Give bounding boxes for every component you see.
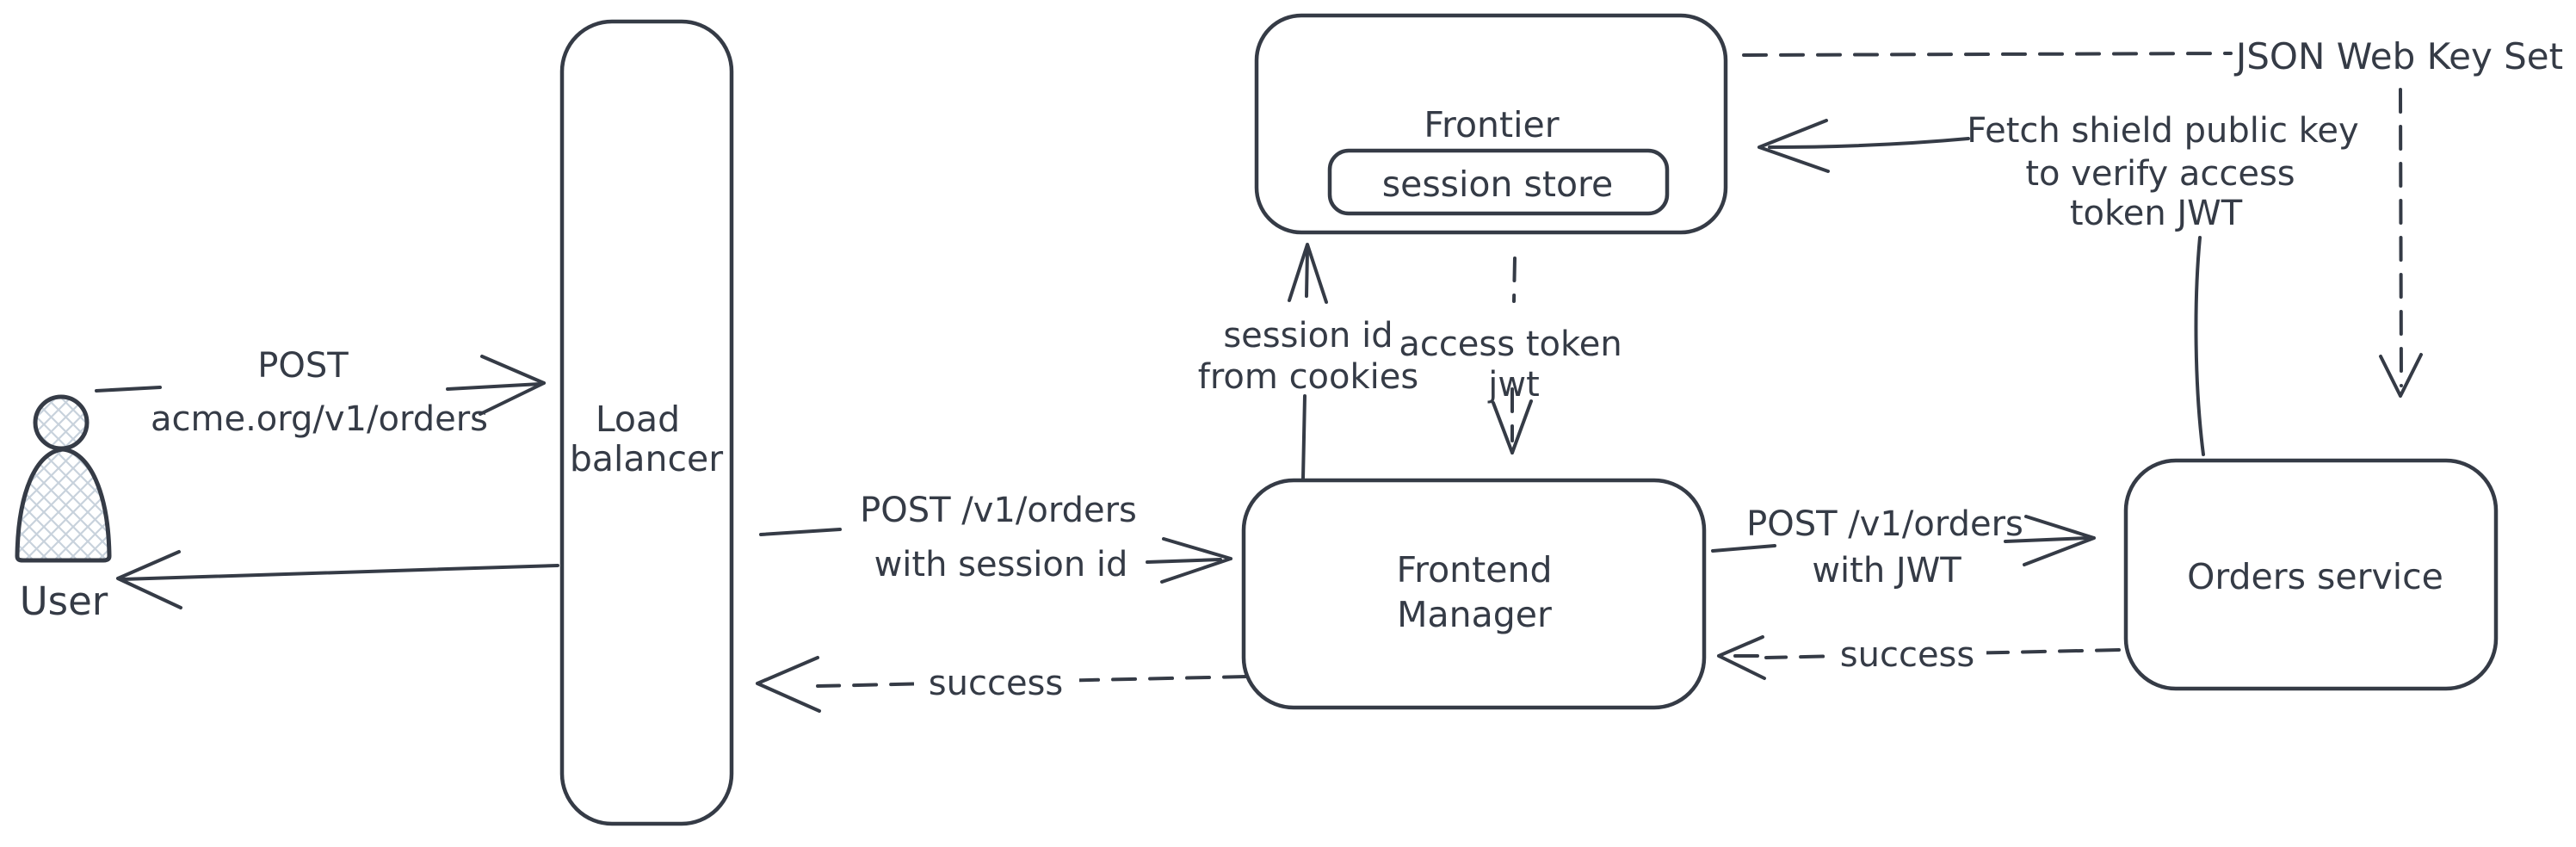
edge-label-line2: acme.org/v1/orders: [151, 399, 488, 439]
frontier-label: Frontier: [1424, 104, 1559, 145]
arrowhead-left-icon: [1757, 119, 1830, 173]
user-head-icon: [33, 394, 90, 451]
frontend-manager-label-line1: Frontend: [1397, 549, 1553, 590]
edge-label-line1: POST /v1/orders: [1746, 504, 2023, 544]
edge-label-line3: token JWT: [2070, 194, 2243, 233]
arrowhead-left-icon: [1717, 635, 1766, 680]
edge-user-to-load-balancer: POST acme.org/v1/orders: [95, 346, 546, 439]
edge-frontend-manager-to-orders-service: POST /v1/orders with JWT: [1711, 504, 2096, 590]
edge-orders-service-to-frontier-fetch: Fetch shield public key to verify access…: [1757, 111, 2359, 456]
frontier-node: Frontier session store: [1254, 13, 1728, 235]
edge-label-line1: session id: [1223, 316, 1393, 355]
edge-label-line1: Fetch shield public key: [1967, 111, 2358, 151]
arrow-shaft: [446, 382, 542, 391]
edge-label-line2: with session id: [874, 545, 1128, 584]
edge-load-balancer-to-user: [116, 550, 559, 609]
edge-label-line2: to verify access: [2025, 154, 2295, 194]
orders-service-node: Orders service: [2123, 458, 2499, 691]
edge-orders-service-to-frontend-manager-success: success: [1717, 634, 2121, 680]
arrow-shaft-dashed: [1764, 648, 2121, 659]
session-store-node: session store: [1327, 148, 1670, 216]
session-store-label: session store: [1382, 164, 1614, 205]
edge-label-line1: POST /v1/orders: [860, 491, 1137, 530]
arrow-shaft: [1768, 137, 1970, 149]
arrowhead-down-icon: [1492, 399, 1533, 454]
user-node: User: [15, 394, 112, 624]
edge-label-line2: from cookies: [1198, 357, 1418, 397]
edge-label-line2: jwt: [1487, 365, 1540, 405]
edge-label-line1: access token: [1399, 325, 1622, 364]
edge-frontend-manager-to-load-balancer-success: success: [756, 656, 1248, 713]
label-background: [1832, 634, 1986, 678]
arrow-shaft: [1711, 544, 1776, 553]
label-background: [914, 659, 1079, 704]
arrow-shaft: [1146, 558, 1222, 564]
arrowhead-up-icon: [1288, 243, 1328, 304]
frontend-manager-node: Frontend Manager: [1241, 478, 1707, 710]
arrowhead-right-icon: [1160, 537, 1232, 584]
edge-label: success: [929, 664, 1063, 703]
user-label: User: [20, 578, 108, 624]
load-balancer-node: Load balancer: [559, 19, 734, 826]
load-balancer-box: [559, 19, 734, 826]
edge-label: success: [1840, 635, 1974, 675]
arrowhead-left-icon: [756, 656, 821, 713]
edge-load-balancer-to-frontend-manager: POST /v1/orders with session id: [759, 491, 1232, 584]
arrow-shaft-dashed: [1512, 257, 1517, 303]
arrowhead-left-icon: [116, 550, 182, 609]
session-store-box: [1327, 148, 1670, 216]
edge-frontier-to-orders-service-jwks: JSON Web Key Set: [1742, 35, 2563, 398]
edge-label-line1: POST: [257, 346, 349, 386]
orders-service-label: Orders service: [2187, 556, 2443, 597]
arrow-curve: [2194, 236, 2205, 456]
load-balancer-label-line2: balancer: [570, 438, 723, 479]
orders-service-box: [2123, 458, 2499, 691]
arrowhead-down-icon: [2379, 353, 2423, 398]
edge-frontend-manager-to-frontier: session id from cookies: [1198, 243, 1418, 480]
arrow-shaft: [2004, 536, 2089, 543]
arrow-shaft: [759, 528, 842, 536]
arrow-shaft: [120, 564, 559, 581]
arrow-shaft: [95, 386, 162, 393]
arrowhead-right-icon: [479, 355, 546, 416]
user-body-icon: [15, 447, 112, 563]
arrowhead-right-icon: [2023, 515, 2096, 566]
arrow-shaft-dashed: [1742, 52, 2233, 57]
frontend-manager-box: [1241, 478, 1707, 710]
edge-frontier-to-frontend-manager: access token jwt: [1399, 257, 1622, 454]
load-balancer-label-line1: Load: [596, 399, 680, 440]
frontend-manager-label-line2: Manager: [1397, 594, 1552, 635]
frontier-box: [1254, 13, 1728, 235]
edge-label-line2: with JWT: [1812, 551, 1961, 590]
arrow-shaft-dashed: [2399, 88, 2403, 387]
arrow-shaft: [1301, 394, 1307, 480]
edge-label: JSON Web Key Set: [2233, 35, 2563, 77]
